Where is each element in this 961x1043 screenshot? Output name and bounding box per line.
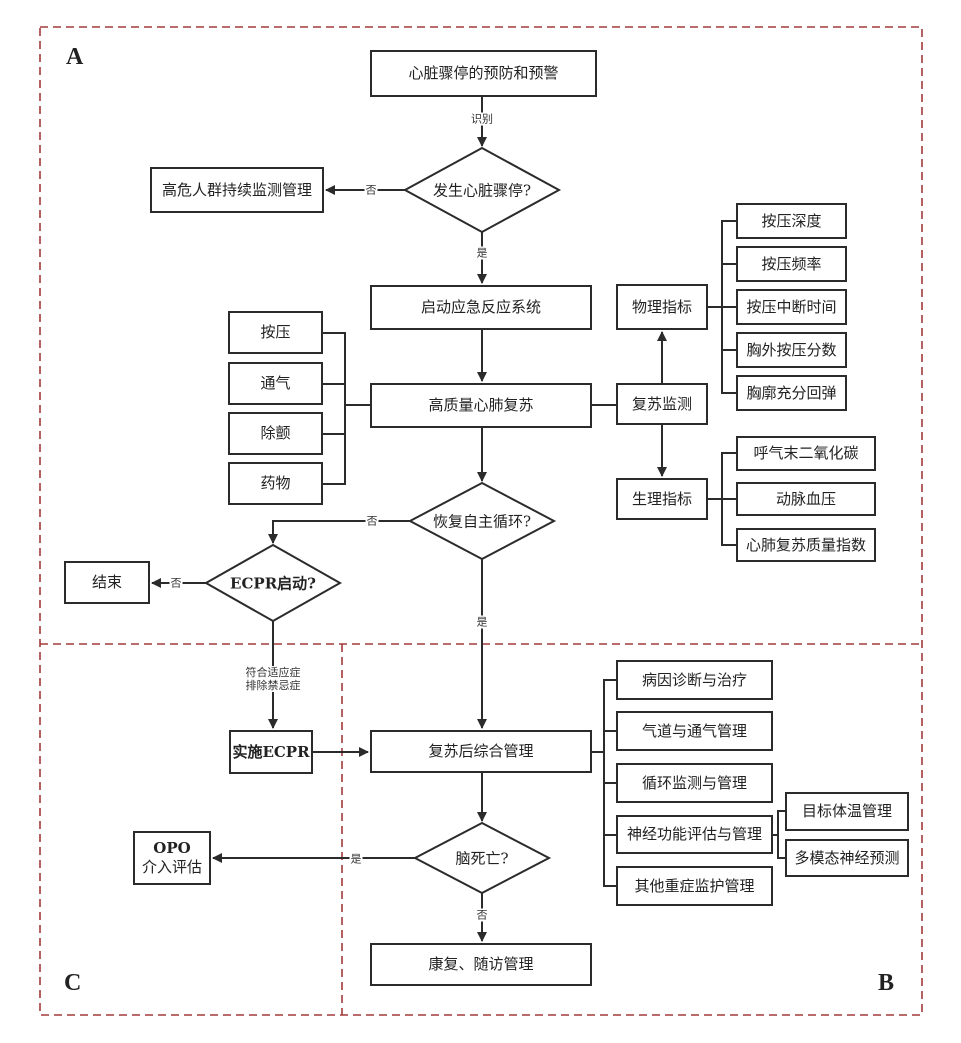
node-physical-item: 按压深度 xyxy=(736,203,847,239)
node-physiological-item: 呼气末二氧化碳 xyxy=(736,436,876,471)
edge-label-no: 否 xyxy=(364,183,378,197)
node-physical-item: 按压中断时间 xyxy=(736,289,847,325)
bracket-neuro xyxy=(777,810,785,859)
edge-label-yes: 是 xyxy=(475,615,489,629)
region-label-a: A xyxy=(66,44,84,70)
node-high-risk-monitoring: 高危人群持续监测管理 xyxy=(150,167,324,213)
node-physical-item: 胸外按压分数 xyxy=(736,332,847,368)
node-physiological-item: 心肺复苏质量指数 xyxy=(736,528,876,562)
node-physiological-indicators: 生理指标 xyxy=(616,478,708,520)
node-neuro-sub-item: 多模态神经预测 xyxy=(785,839,909,877)
region-borders xyxy=(39,26,923,1016)
node-post-item: 循环监测与管理 xyxy=(616,763,773,803)
node-high-quality-cpr: 高质量心肺复苏 xyxy=(370,383,592,428)
edge-label-no: 否 xyxy=(365,514,379,528)
node-rehab: 康复、随访管理 xyxy=(370,943,592,986)
edge-label-identify: 识别 xyxy=(470,112,494,126)
edge-label-yes: 是 xyxy=(475,246,489,260)
node-physiological-item: 动脉血压 xyxy=(736,482,876,516)
region-label-b: B xyxy=(878,970,895,996)
node-cpr-ventilation: 通气 xyxy=(228,362,323,405)
diamond-label-brain-death: 脑死亡? xyxy=(455,849,509,868)
opo-label: OPO xyxy=(153,839,191,857)
node-cpr-drugs: 药物 xyxy=(228,462,323,505)
node-physical-indicators: 物理指标 xyxy=(616,284,708,330)
node-post-resuscitation: 复苏后综合管理 xyxy=(370,730,592,773)
diamond-label-ecpr: ECPR启动? xyxy=(230,574,316,593)
node-cpr-compression: 按压 xyxy=(228,311,323,354)
edge-label-ecpr-criteria: 符合适应症 排除禁忌症 xyxy=(244,666,302,692)
node-physical-item: 按压频率 xyxy=(736,246,847,282)
edge-label-no: 否 xyxy=(475,908,489,922)
node-post-item: 气道与通气管理 xyxy=(616,711,773,751)
node-implement-ecpr: 实施ECPR xyxy=(229,730,313,774)
node-resuscitation-monitoring: 复苏监测 xyxy=(616,383,708,425)
node-cpr-defibrillation: 除颤 xyxy=(228,412,323,455)
node-post-item: 病因诊断与治疗 xyxy=(616,660,773,700)
region-label-c: C xyxy=(64,970,82,996)
node-neuro-sub-item: 目标体温管理 xyxy=(785,792,909,831)
ecpr-criteria-line2: 排除禁忌症 xyxy=(245,679,301,692)
node-post-item: 其他重症监护管理 xyxy=(616,866,773,906)
bracket-cpr-components xyxy=(323,332,346,485)
ecpr-criteria-line1: 符合适应症 xyxy=(245,666,301,679)
edge-label-no: 否 xyxy=(169,576,183,590)
node-opo-evaluation: OPO 介入评估 xyxy=(133,831,211,885)
edge-rosc-no xyxy=(268,520,410,544)
opo-subtitle: 介入评估 xyxy=(141,858,202,876)
diamond-label-rosc: 恢复自主循环? xyxy=(432,512,532,531)
node-prevention: 心脏骤停的预防和预警 xyxy=(370,50,597,97)
diamond-label-cardiac-arrest: 发生心脏骤停? xyxy=(432,181,532,200)
node-post-item: 神经功能评估与管理 xyxy=(616,815,773,854)
node-activate-ems: 启动应急反应系统 xyxy=(370,285,592,330)
node-end: 结束 xyxy=(64,561,150,604)
edge-label-yes: 是 xyxy=(349,852,363,866)
node-physical-item: 胸廓充分回弹 xyxy=(736,375,847,411)
